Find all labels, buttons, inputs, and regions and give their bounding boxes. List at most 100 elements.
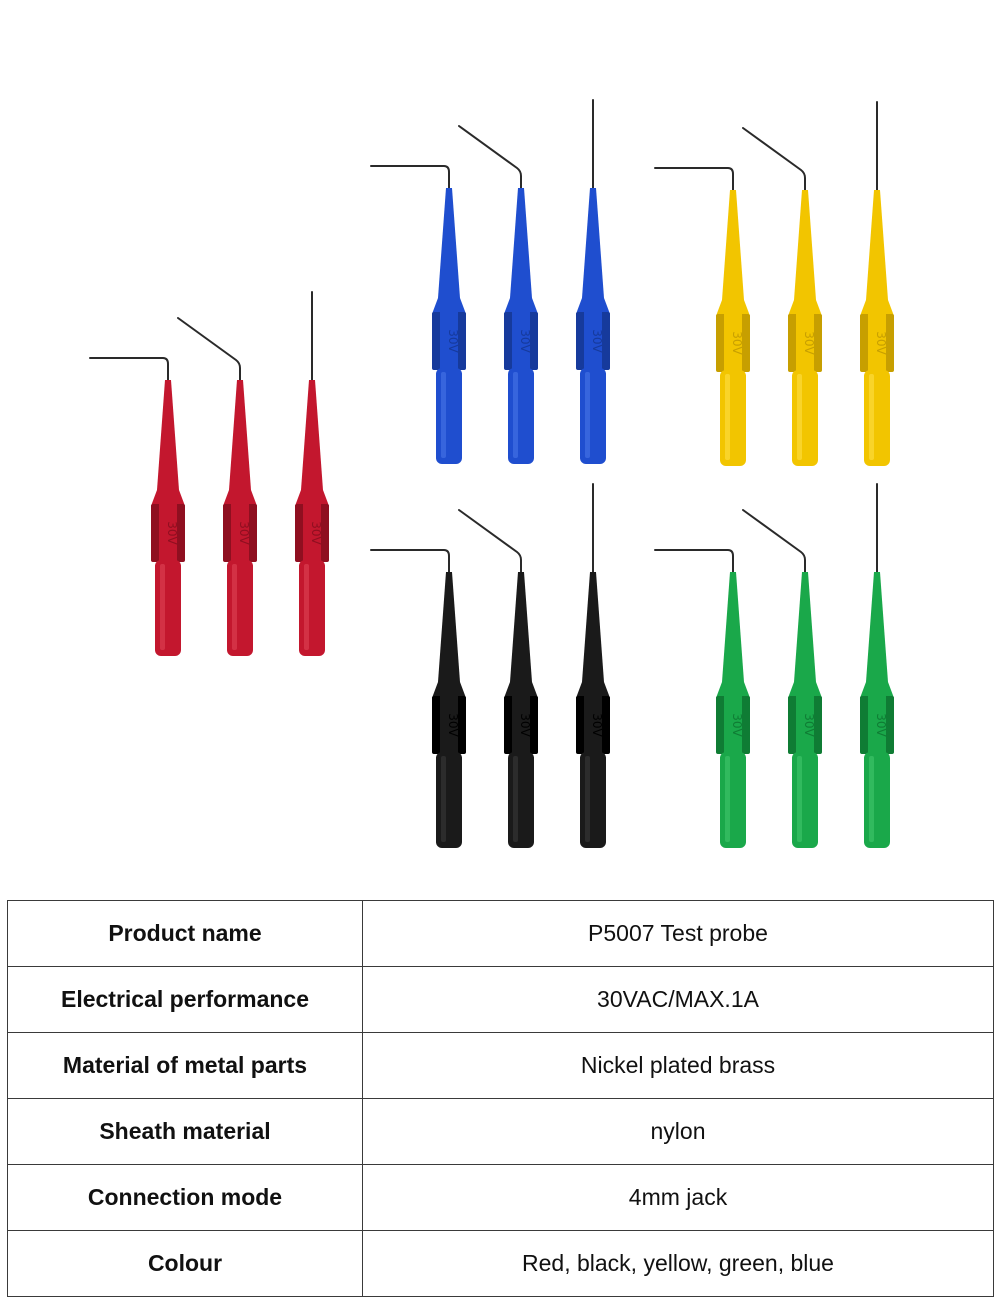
probe-collar-face — [303, 504, 321, 562]
probe-shoulder — [223, 490, 257, 506]
test-probe: 30V — [458, 125, 538, 464]
spec-value: 4mm jack — [362, 1164, 994, 1231]
probe-tip — [582, 572, 604, 682]
spec-label: Product name — [7, 900, 363, 967]
probe-shoulder — [716, 300, 750, 316]
probe-handle — [580, 368, 606, 464]
probe-handle — [792, 370, 818, 466]
probe-marking: 30V — [309, 521, 323, 545]
probe-collar-face — [796, 314, 814, 372]
probe-marking: 30V — [874, 713, 888, 737]
probe-marking: 30V — [518, 713, 532, 737]
probe-marking: 30V — [730, 331, 744, 355]
test-probe: 30V — [458, 509, 538, 848]
test-probe: 30V — [742, 127, 822, 466]
spec-row-connection-mode: Connection mode 4mm jack — [7, 1164, 994, 1231]
probe-shoulder — [860, 682, 894, 698]
probe-set-black: 30V 30V 30V — [370, 483, 610, 848]
probe-shoulder — [576, 298, 610, 314]
probe-shoulder — [716, 682, 750, 698]
probe-handle-highlight — [160, 564, 165, 650]
probe-tip — [510, 572, 532, 682]
probe-handle — [155, 560, 181, 656]
probe-marking: 30V — [730, 713, 744, 737]
probe-handle-highlight — [304, 564, 309, 650]
probe-tip — [301, 380, 323, 490]
spec-label: Colour — [7, 1230, 363, 1297]
probe-shoulder — [151, 490, 185, 506]
probe-marking: 30V — [802, 331, 816, 355]
probe-handle — [436, 752, 462, 848]
spec-label: Material of metal parts — [7, 1032, 363, 1099]
probe-needle — [654, 167, 734, 193]
test-probe: 30V — [742, 509, 822, 848]
probe-tip — [157, 380, 179, 490]
spec-value: Nickel plated brass — [362, 1032, 994, 1099]
test-probe: 30V — [370, 549, 466, 848]
probe-handle-highlight — [232, 564, 237, 650]
probe-marking: 30V — [802, 713, 816, 737]
probe-handle-highlight — [441, 372, 446, 458]
probe-shoulder — [295, 490, 329, 506]
probe-shoulder — [576, 682, 610, 698]
probe-tip — [866, 572, 888, 682]
probe-marking: 30V — [446, 329, 460, 353]
probe-needle — [742, 127, 806, 193]
probe-handle — [436, 368, 462, 464]
probe-set-green: 30V 30V 30V — [654, 483, 894, 848]
probe-set-red: 30V 30V 30V — [89, 291, 329, 656]
probe-needle — [654, 549, 734, 575]
probe-collar-face — [868, 314, 886, 372]
probe-collar-face — [796, 696, 814, 754]
probe-shoulder — [860, 300, 894, 316]
probe-tip — [722, 572, 744, 682]
spec-row-metal-material: Material of metal parts Nickel plated br… — [7, 1032, 994, 1099]
probe-handle-highlight — [585, 756, 590, 842]
spec-value: 30VAC/MAX.1A — [362, 966, 994, 1033]
probe-handle — [864, 370, 890, 466]
probe-handle-highlight — [513, 756, 518, 842]
probe-tip — [794, 190, 816, 300]
probe-needle — [177, 317, 241, 383]
specification-table: Product name P5007 Test probe Electrical… — [7, 900, 994, 1297]
spec-row-electrical-performance: Electrical performance 30VAC/MAX.1A — [7, 966, 994, 1033]
probe-collar-face — [231, 504, 249, 562]
probe-handle-highlight — [585, 372, 590, 458]
probe-needle — [370, 165, 450, 191]
probe-needle — [458, 125, 522, 191]
probe-collar-face — [440, 312, 458, 370]
probe-collar-face — [440, 696, 458, 754]
probe-shoulder — [788, 300, 822, 316]
test-probe: 30V — [654, 167, 750, 466]
probe-tip — [582, 188, 604, 298]
spec-label: Electrical performance — [7, 966, 363, 1033]
probe-handle-highlight — [797, 756, 802, 842]
probe-marking: 30V — [237, 521, 251, 545]
probe-marking: 30V — [165, 521, 179, 545]
probe-handle — [720, 370, 746, 466]
spec-row-sheath-material: Sheath material nylon — [7, 1098, 994, 1165]
probe-shoulder — [432, 682, 466, 698]
spec-value: nylon — [362, 1098, 994, 1165]
probe-handle — [227, 560, 253, 656]
probe-marking: 30V — [446, 713, 460, 737]
probe-shoulder — [504, 298, 538, 314]
test-probe: 30V — [654, 549, 750, 848]
spec-row-product-name: Product name P5007 Test probe — [7, 900, 994, 967]
probe-handle-highlight — [797, 374, 802, 460]
probe-marking: 30V — [590, 713, 604, 737]
probe-handle — [580, 752, 606, 848]
probe-collar-face — [584, 312, 602, 370]
spec-value: P5007 Test probe — [362, 900, 994, 967]
probe-handle-highlight — [869, 756, 874, 842]
probe-handle — [299, 560, 325, 656]
probe-shoulder — [432, 298, 466, 314]
test-probe: 30V — [860, 483, 894, 848]
probe-tip — [229, 380, 251, 490]
test-probe: 30V — [576, 99, 610, 464]
probe-collar-face — [724, 696, 742, 754]
test-probe: 30V — [295, 291, 329, 656]
probe-tip — [866, 190, 888, 300]
